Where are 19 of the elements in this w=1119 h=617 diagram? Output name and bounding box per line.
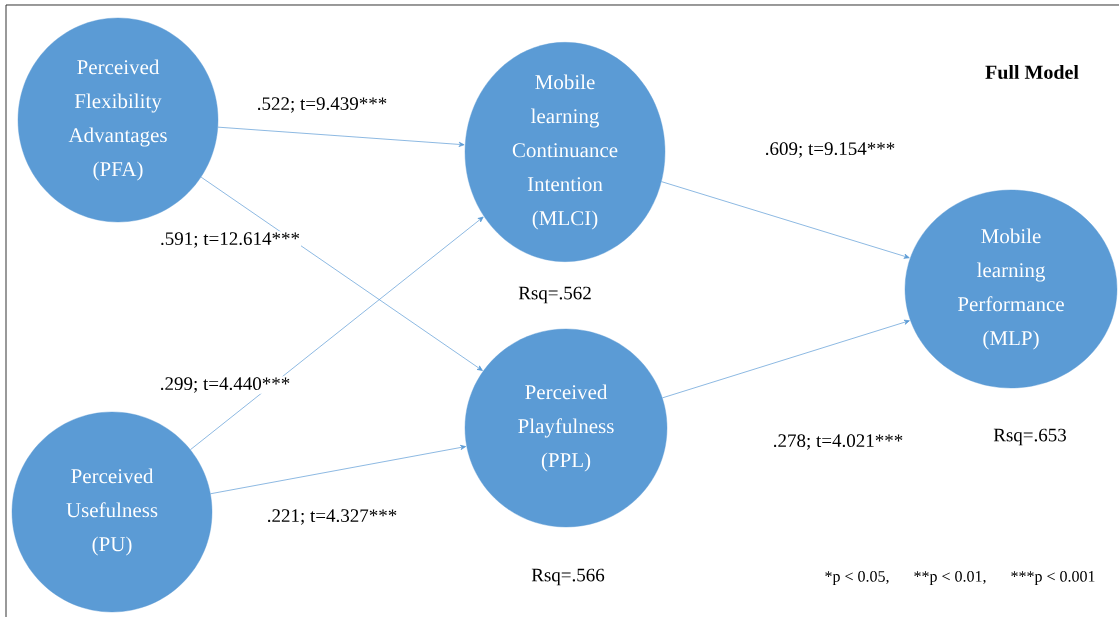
arrow <box>210 444 467 495</box>
footnote: **p < 0.01, <box>914 571 986 585</box>
r-squared-label: Rsq=.562 <box>518 286 591 304</box>
arrow <box>200 176 483 371</box>
edge-label: .609; t=9.154*** <box>763 141 897 159</box>
r-squared-label: Rsq=.653 <box>993 428 1066 446</box>
arrow <box>662 319 910 399</box>
edge-label: .278; t=4.021*** <box>771 433 905 451</box>
edge-label: .299; t=4.440*** <box>158 376 292 394</box>
edge-label: .522; t=9.439*** <box>255 96 389 114</box>
arrow <box>217 126 465 147</box>
footnote: *p < 0.05, <box>825 571 889 585</box>
arrow <box>661 181 910 259</box>
title: Full Model <box>985 64 1079 80</box>
edge-label: .221; t=4.327*** <box>265 508 399 526</box>
edge-label: .591; t=12.614*** <box>159 231 301 249</box>
footnote: ***p < 0.001 <box>1011 571 1095 585</box>
r-squared-label: Rsq=.566 <box>531 568 605 586</box>
arrow <box>190 216 484 450</box>
